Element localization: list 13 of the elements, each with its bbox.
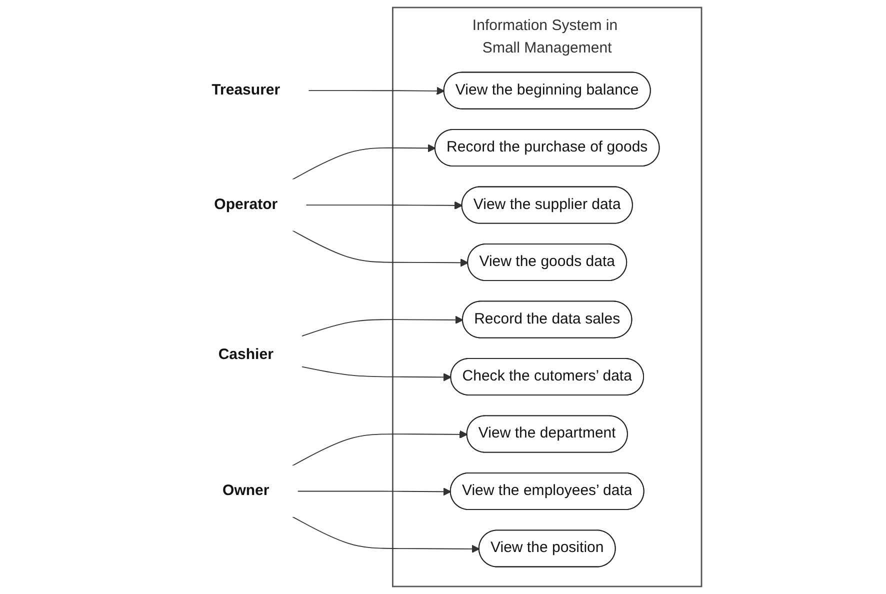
arrow (302, 366, 452, 382)
arrow (292, 230, 469, 267)
arrow (308, 86, 446, 96)
node-text: Cashier (218, 346, 274, 363)
arrow (292, 144, 436, 180)
arrow (297, 488, 452, 496)
node-text: Operator (214, 196, 278, 213)
arrow (302, 316, 464, 337)
arrow (306, 201, 464, 210)
arrow (292, 516, 480, 554)
node-text: Treasurer (212, 82, 281, 98)
arrow (292, 430, 468, 466)
node-text: Owner (223, 482, 270, 499)
